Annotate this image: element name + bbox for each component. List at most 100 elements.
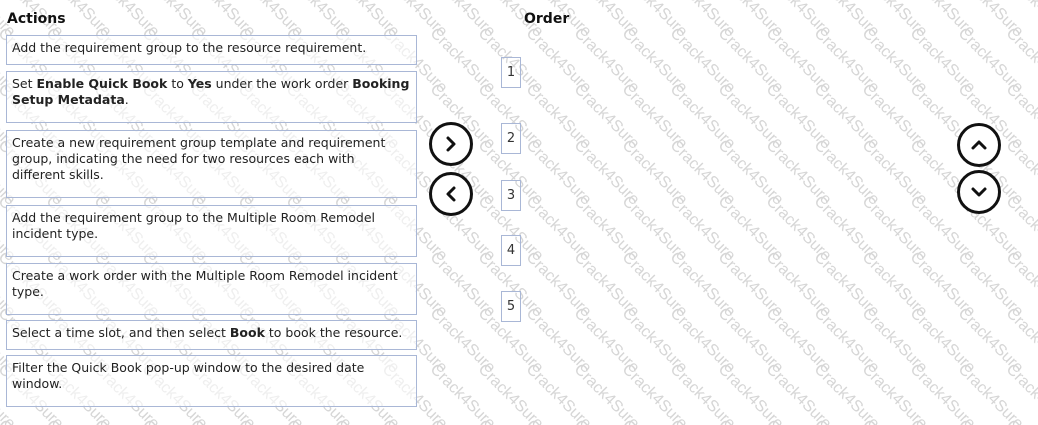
action-item[interactable]: Create a work order with the Multiple Ro… <box>6 263 417 315</box>
watermark-text: Crack4Sure <box>1002 136 1038 209</box>
watermark-text: Crack4Sure <box>1002 360 1038 425</box>
order-slot[interactable]: 2 <box>501 123 521 154</box>
watermark-text: Crack4Sure <box>858 136 931 209</box>
watermark-text: Crack4Sure <box>618 80 691 153</box>
watermark-text: Crack4Sure <box>474 417 547 425</box>
watermark-text: Crack4Sure <box>666 192 739 265</box>
watermark-text: Crack4Sure <box>570 248 643 321</box>
watermark-text: Crack4Sure <box>762 192 835 265</box>
watermark-text: Crack4Sure <box>522 80 595 153</box>
watermark-text: Crack4Sure <box>810 417 883 425</box>
order-heading: Order <box>524 11 570 27</box>
watermark-text: Crack4Sure <box>138 417 211 425</box>
action-item[interactable]: Filter the Quick Book pop-up window to t… <box>6 355 417 407</box>
watermark-text: Crack4Sure <box>570 24 643 97</box>
watermark-text: Crack4Sure <box>378 417 451 425</box>
watermark-text: Crack4Sure <box>762 417 835 425</box>
watermark-text: Crack4Sure <box>810 80 883 153</box>
watermark-text: Crack4Sure <box>186 417 259 425</box>
action-text: Select a time slot, and then select <box>12 325 230 340</box>
watermark-text: Crack4Sure <box>810 192 883 265</box>
watermark-text: Crack4Sure <box>762 0 835 41</box>
watermark-text: Crack4Sure <box>666 136 739 209</box>
watermark-text: Crack4Sure <box>570 136 643 209</box>
watermark-text: Crack4Sure <box>426 0 499 41</box>
watermark-text: Crack4Sure <box>618 248 691 321</box>
move-down-button[interactable] <box>957 170 1001 214</box>
action-text: Filter the Quick Book pop-up window to t… <box>12 360 365 391</box>
move-right-button[interactable] <box>429 122 473 166</box>
watermark-text: Crack4Sure <box>714 136 787 209</box>
watermark-text: Crack4Sure <box>858 360 931 425</box>
action-item[interactable]: Create a new requirement group template … <box>6 130 417 198</box>
watermark-text: Crack4Sure <box>810 0 883 41</box>
watermark-text: Crack4Sure <box>42 417 115 425</box>
action-text: Add the requirement group to the resourc… <box>12 40 367 55</box>
watermark-text: Crack4Sure <box>618 417 691 425</box>
watermark-text: Crack4Sure <box>522 192 595 265</box>
watermark-text: Crack4Sure <box>1002 24 1038 97</box>
order-slot[interactable]: 3 <box>501 180 521 211</box>
move-left-button[interactable] <box>429 172 473 216</box>
watermark-text: Crack4Sure <box>90 417 163 425</box>
watermark-text: Crack4Sure <box>954 0 1027 41</box>
watermark-text: Crack4Sure <box>522 136 595 209</box>
action-item[interactable]: Select a time slot, and then select Book… <box>6 320 417 350</box>
action-text: to book the resource. <box>264 325 403 340</box>
action-text: Add the requirement group to the Multipl… <box>12 210 375 241</box>
watermark-text: Crack4Sure <box>714 417 787 425</box>
chevron-left-icon <box>446 186 456 202</box>
watermark-text: Crack4Sure <box>714 0 787 41</box>
watermark-text: Crack4Sure <box>426 248 499 321</box>
watermark-text: Crack4Sure <box>570 80 643 153</box>
watermark-text: Crack4Sure <box>714 248 787 321</box>
watermark-text: Crack4Sure <box>858 248 931 321</box>
watermark-text: Crack4Sure <box>426 360 499 425</box>
watermark-text: Crack4Sure <box>762 80 835 153</box>
watermark-text: Crack4Sure <box>330 417 403 425</box>
action-text: Book <box>229 325 265 340</box>
watermark-text: Crack4Sure <box>906 360 979 425</box>
watermark-text: Crack4Sure <box>1002 248 1038 321</box>
watermark-text: Crack4Sure <box>522 360 595 425</box>
action-text: under the work order <box>211 76 353 91</box>
watermark-text: Crack4Sure <box>714 192 787 265</box>
watermark-text: Crack4Sure <box>810 248 883 321</box>
watermark-text: Crack4Sure <box>714 24 787 97</box>
watermark-text: Crack4Sure <box>810 304 883 377</box>
watermark-text: Crack4Sure <box>666 24 739 97</box>
watermark-text: Crack4Sure <box>810 136 883 209</box>
action-text: Set <box>12 76 37 91</box>
watermark-text: Crack4Sure <box>666 80 739 153</box>
watermark-text: Crack4Sure <box>522 24 595 97</box>
watermark-text: Crack4Sure <box>762 304 835 377</box>
watermark-text: Crack4Sure <box>906 24 979 97</box>
order-slot[interactable]: 4 <box>501 235 521 266</box>
action-item[interactable]: Add the requirement group to the resourc… <box>6 35 417 65</box>
watermark-text: Crack4Sure <box>714 304 787 377</box>
order-slot[interactable]: 5 <box>501 291 521 322</box>
watermark-text: Crack4Sure <box>618 136 691 209</box>
watermark-text: Crack4Sure <box>570 417 643 425</box>
watermark-text: Crack4Sure <box>1002 192 1038 265</box>
watermark-text: Crack4Sure <box>474 360 547 425</box>
watermark-text: Crack4Sure <box>522 417 595 425</box>
watermark-text: Crack4Sure <box>234 417 307 425</box>
order-slot[interactable]: 1 <box>501 57 521 88</box>
watermark-text: Crack4Sure <box>954 248 1027 321</box>
watermark-text: Crack4Sure <box>0 417 66 425</box>
action-item[interactable]: Add the requirement group to the Multipl… <box>6 205 417 257</box>
watermark-text: Crack4Sure <box>954 417 1027 425</box>
watermark-text: Crack4Sure <box>1002 304 1038 377</box>
watermark-text: Crack4Sure <box>906 304 979 377</box>
move-up-button[interactable] <box>957 123 1001 167</box>
action-text: Create a new requirement group template … <box>12 135 386 182</box>
watermark-text: Crack4Sure <box>618 0 691 41</box>
watermark-text: Crack4Sure <box>858 417 931 425</box>
action-text: Create a work order with the Multiple Ro… <box>12 268 398 299</box>
action-text: Booking Setup Metadata <box>12 76 410 107</box>
action-item[interactable]: Set Enable Quick Book to Yes under the w… <box>6 71 417 123</box>
watermark-text: Crack4Sure <box>426 304 499 377</box>
watermark-text: Crack4Sure <box>666 360 739 425</box>
watermark-text: Crack4Sure <box>1002 80 1038 153</box>
